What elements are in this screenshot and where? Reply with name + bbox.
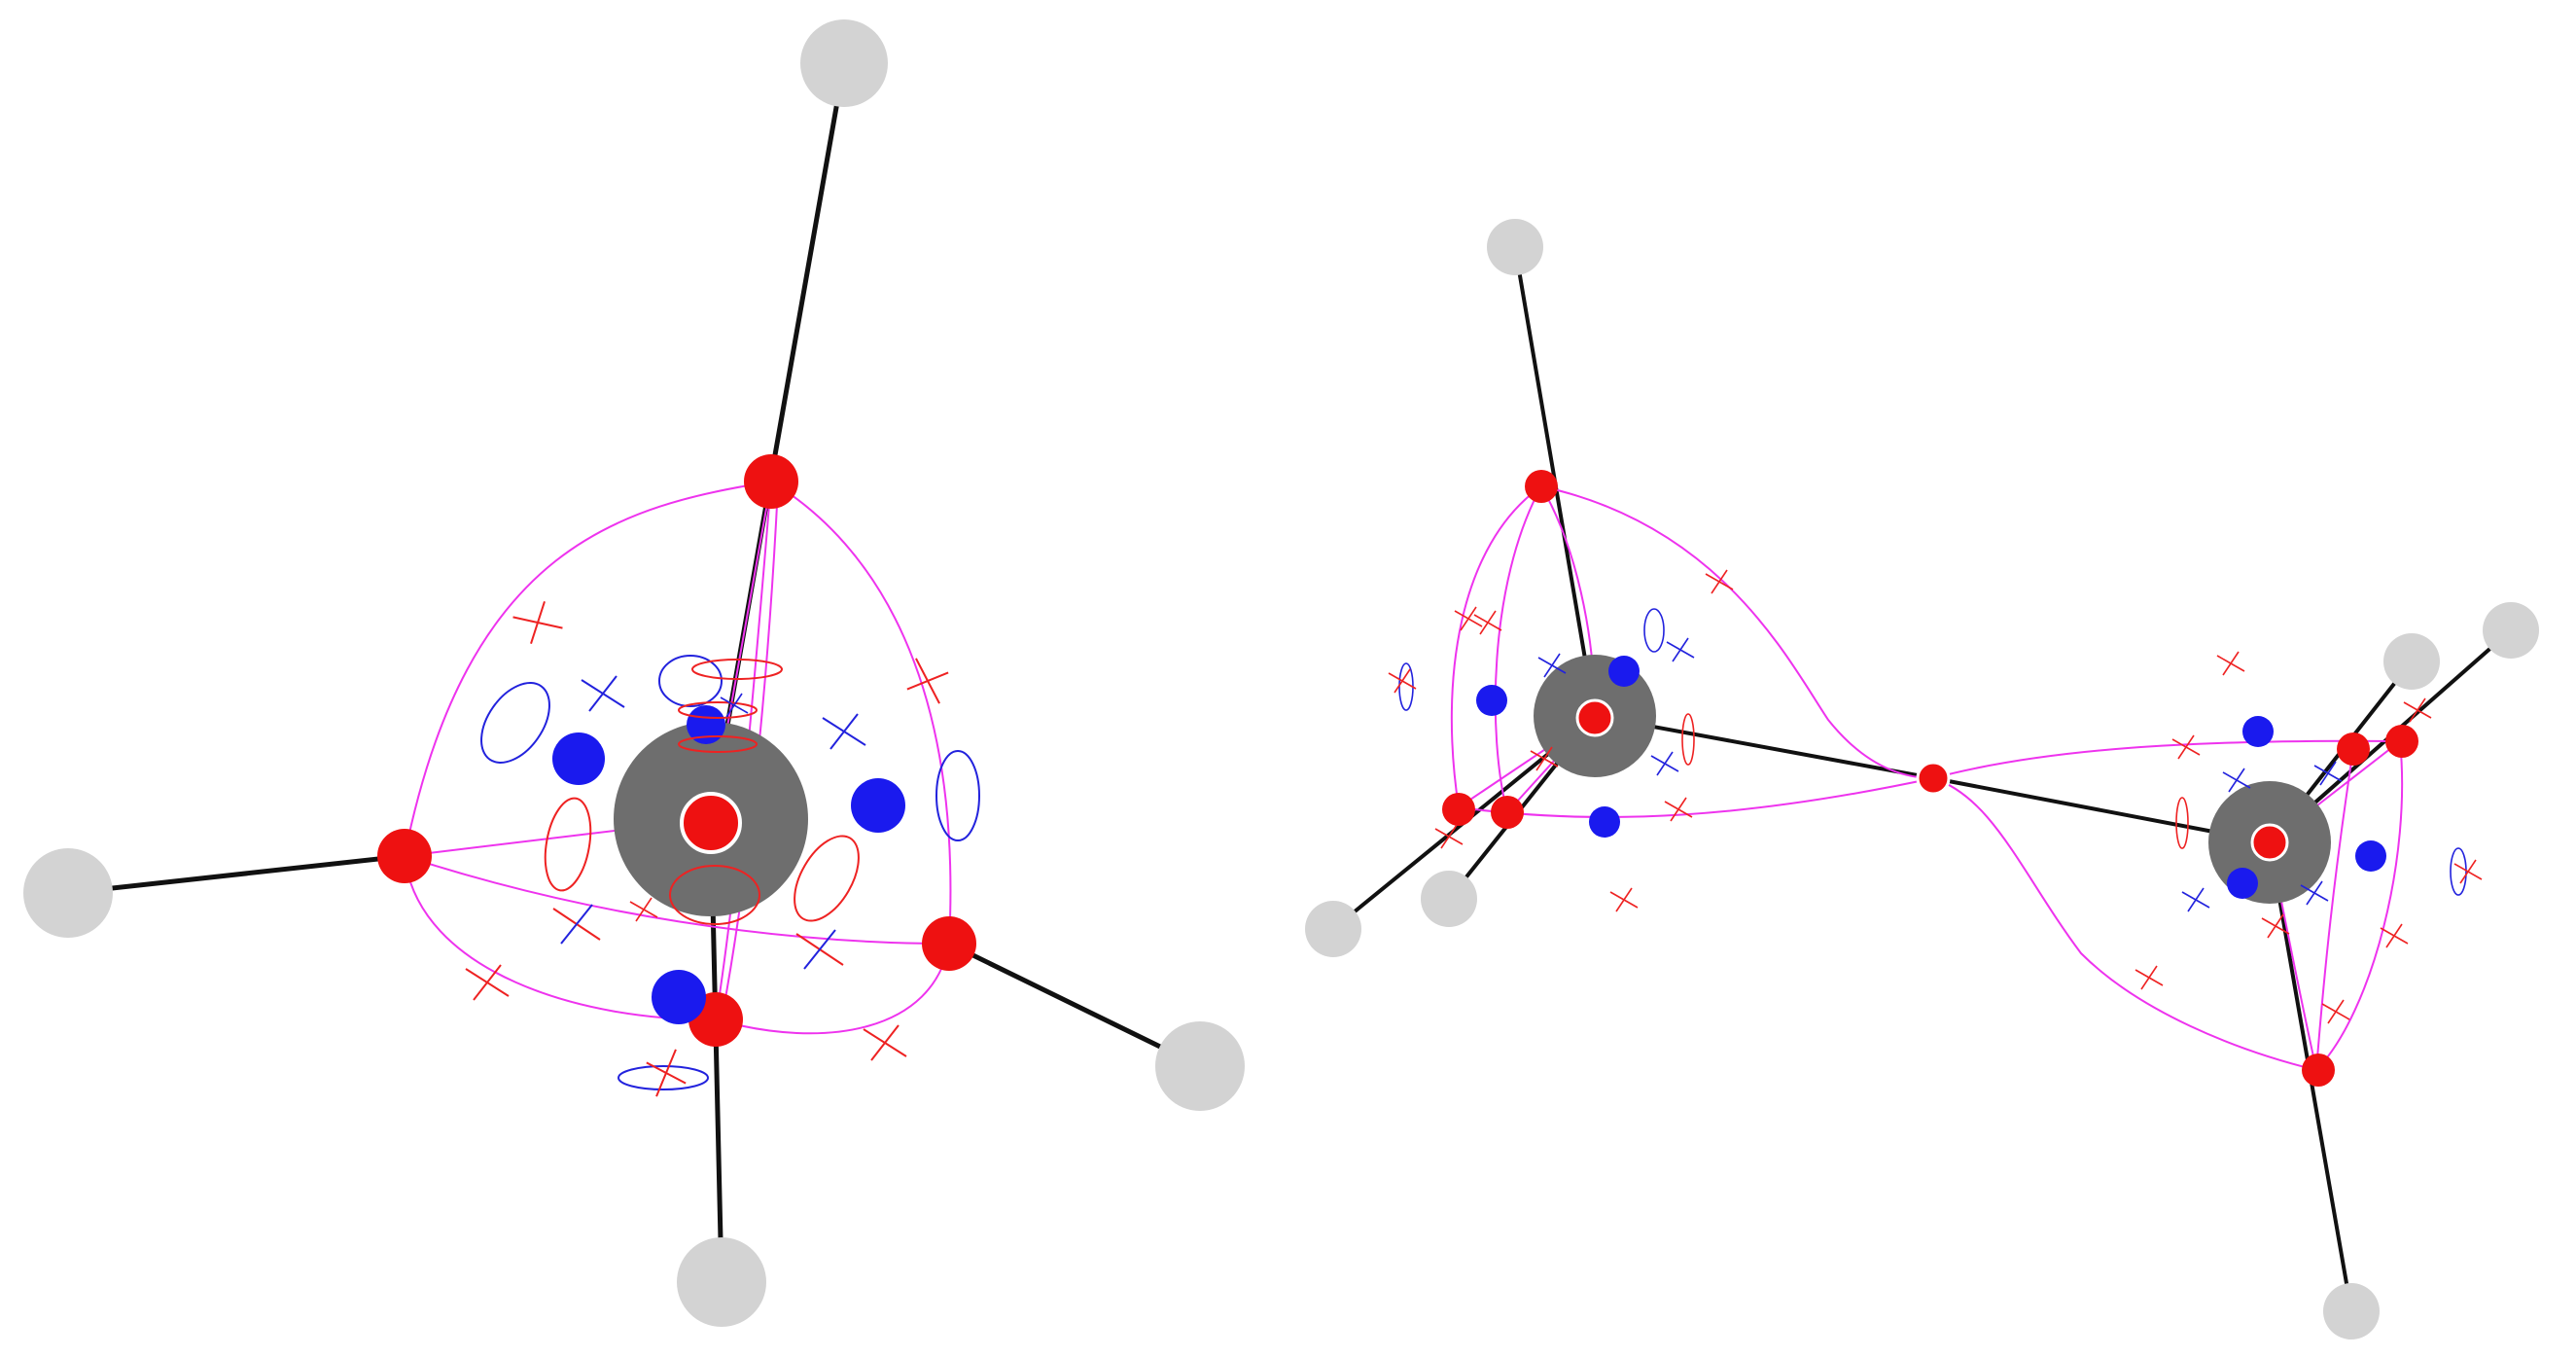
ring-critical-point [652, 970, 706, 1024]
eigen-ellipse [1643, 608, 1665, 653]
gradient-path [404, 481, 772, 857]
ring-critical-point [687, 705, 725, 744]
eigen-cross [1705, 569, 1734, 594]
eigen-cross [1609, 887, 1639, 912]
gradient-path [1540, 485, 1934, 779]
gradient-path [1932, 739, 2401, 779]
terminal-atom [2323, 1283, 2380, 1339]
bond-critical-point [744, 454, 798, 509]
eigen-cross [2171, 734, 2201, 760]
gradient-path [1450, 485, 1542, 808]
bond [946, 941, 1203, 1069]
nucleus-critical-point [680, 792, 742, 854]
right-eigen-ellipses [1398, 608, 2467, 896]
eigen-ellipse [669, 865, 760, 925]
terminal-atom [2383, 633, 2440, 690]
eigen-cross [1650, 751, 1679, 776]
terminal-atom [1305, 901, 1361, 957]
eigen-ellipse [691, 659, 783, 680]
eigen-ellipse [618, 1065, 709, 1090]
ring-critical-point [1608, 656, 1640, 687]
eigen-ellipse [544, 797, 592, 892]
bond-critical-point [377, 829, 432, 883]
gradient-path [715, 943, 950, 1035]
eigen-ellipse [1681, 713, 1695, 766]
gradient-path [2315, 740, 2404, 1071]
eigen-cross [552, 904, 601, 945]
eigen-cross [1454, 606, 1483, 631]
eigen-ellipse [2450, 847, 2467, 896]
bond-critical-point [2337, 732, 2370, 766]
eigen-ellipse [658, 655, 723, 707]
eigen-ellipse [678, 701, 758, 719]
ring-critical-point [1589, 806, 1620, 838]
terminal-atom [1155, 1021, 1245, 1111]
ring-critical-point [2242, 716, 2274, 747]
terminal-atom [2483, 602, 2539, 659]
eigen-cross [2321, 999, 2350, 1024]
terminal-atom [800, 19, 888, 107]
right-eigen-crosses [1388, 569, 2483, 1024]
bond-critical-point [922, 916, 976, 971]
eigen-ellipse [935, 750, 980, 841]
eigen-cross [511, 597, 565, 648]
eigen-cross [1666, 637, 1695, 662]
eigen-ellipse [2175, 797, 2189, 849]
right-molecule [1305, 219, 2539, 1339]
eigen-cross [465, 964, 510, 1001]
terminal-atom [1421, 871, 1477, 927]
left-eigen-ellipses [480, 655, 980, 1090]
gradient-path [404, 855, 950, 945]
nucleus-critical-point [1575, 698, 1614, 737]
eigen-cross [863, 1024, 907, 1061]
eigen-cross [822, 713, 866, 750]
terminal-atom [677, 1237, 766, 1327]
bond-critical-point [2302, 1053, 2335, 1087]
left-molecule [23, 19, 1245, 1327]
eigen-ellipse [794, 835, 860, 922]
ring-critical-point [2227, 868, 2258, 899]
eigen-cross [581, 675, 625, 712]
eigen-cross [2135, 965, 2164, 990]
eigen-cross [2216, 651, 2245, 676]
eigen-cross [1664, 797, 1693, 822]
bond-critical-point [2385, 725, 2418, 758]
eigen-cross [899, 654, 957, 708]
bond [65, 853, 407, 896]
gradient-path [1932, 777, 2317, 1071]
eigen-cross [2453, 859, 2483, 884]
gradient-path [770, 481, 952, 945]
ring-critical-point [1476, 685, 1507, 716]
bond-critical-point [1916, 761, 1951, 796]
bond-critical-point [1442, 793, 1475, 826]
gradient-path [2315, 748, 2354, 1071]
bond-critical-point [1525, 470, 1558, 503]
eigen-cross [2181, 887, 2210, 912]
terminal-atom [1487, 219, 1543, 275]
ring-critical-point [2355, 840, 2386, 872]
left-bonds [65, 60, 1203, 1285]
nucleus-critical-point [2250, 823, 2289, 862]
ring-critical-point [851, 778, 905, 833]
bond-critical-point [1491, 796, 1524, 829]
terminal-atom [23, 848, 113, 938]
eigen-cross [795, 929, 844, 970]
eigen-ellipse [480, 682, 550, 764]
eigen-cross [1473, 610, 1502, 635]
eigen-cross [2380, 923, 2409, 948]
eigen-ellipse [678, 735, 758, 753]
ring-critical-point [552, 732, 605, 785]
